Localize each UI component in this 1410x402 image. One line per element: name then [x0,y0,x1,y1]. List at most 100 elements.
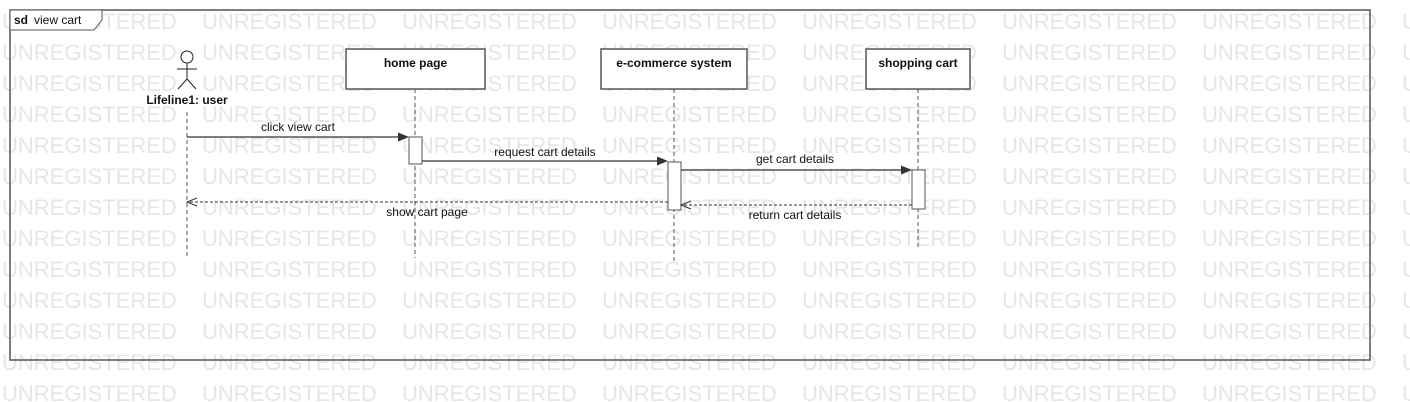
activation-shopping-cart [911,169,926,210]
watermark-text: UNREGISTERED [402,257,577,282]
watermark-text: UNREGISTERED [402,381,577,402]
watermark-text: UNREGISTERED [802,164,977,189]
watermark-text: UNREGISTERED [602,226,777,251]
watermark-text: UNREGISTERED [202,381,377,402]
lifeline-home-page[interactable]: home page [345,48,486,90]
lifeline-box [345,48,486,90]
message-get-cart-details-label: get cart details [756,152,834,166]
arrowhead-filled [398,132,409,142]
watermark-text: UNREGISTERED [1002,226,1177,251]
watermark-text: UNREGISTERED [802,9,977,34]
watermark-text: UNREGISTERED [1002,195,1177,220]
watermark-text: UNREGISTERED [2,102,177,127]
watermark-text: UNREGISTERED [402,288,577,313]
watermark-text: UNREGISTERED [1402,40,1410,65]
watermark-text: UNREGISTERED [1202,226,1377,251]
watermark-text: UNREGISTERED [2,226,177,251]
arrowhead-open [679,200,692,210]
watermark-text: UNREGISTERED [1002,133,1177,158]
frame-tab [9,9,103,31]
actor-label: Lifeline1: user [146,93,228,107]
lifeline-shopping-cart[interactable]: shopping cart [865,48,971,90]
watermark-text: UNREGISTERED [1202,133,1377,158]
watermark-text: UNREGISTERED [2,40,177,65]
watermark-text: UNREGISTERED [1202,40,1377,65]
watermark-text: UNREGISTERED [602,164,777,189]
watermark-text: UNREGISTERED [1202,71,1377,96]
watermark-text: UNREGISTERED [1202,195,1377,220]
frame-border [9,9,1371,361]
watermark-text: UNREGISTERED [602,133,777,158]
watermark-text: UNREGISTERED [602,195,777,220]
frame-keyword: sd [14,13,28,27]
watermark-text: UNREGISTERED [202,350,377,375]
watermark-text: UNREGISTERED [602,288,777,313]
watermark-text: UNREGISTERED [1002,319,1177,344]
watermark-text: UNREGISTERED [1202,319,1377,344]
watermark-text: UNREGISTERED [1202,350,1377,375]
watermark-text: UNREGISTERED [202,319,377,344]
watermark-text: UNREGISTERED [2,381,177,402]
watermark-text: UNREGISTERED [1402,195,1410,220]
actor-leg-left [177,78,188,90]
watermark-text: UNREGISTERED [1402,350,1410,375]
watermark-text: UNREGISTERED [802,195,977,220]
watermark-text: UNREGISTERED [802,133,977,158]
lifeline-e-commerce-system[interactable]: e-commerce system [600,48,748,90]
lifeline-label: home page [384,56,448,70]
watermark-text: UNREGISTERED [1402,257,1410,282]
watermark-text: UNREGISTERED [202,195,377,220]
arrowhead-filled [657,156,668,166]
lifeline-label: e-commerce system [616,56,731,70]
watermark-text: UNREGISTERED [1002,381,1177,402]
lifeline-box [865,48,971,90]
watermark-text: UNREGISTERED [1402,226,1410,251]
watermark-text: UNREGISTERED [802,319,977,344]
watermark-text: UNREGISTERED [1402,288,1410,313]
watermark-text: UNREGISTERED [402,102,577,127]
watermark-text: UNREGISTERED [1402,102,1410,127]
actor-user[interactable]: Lifeline1: user [146,50,228,107]
watermark-text: UNREGISTERED [1202,102,1377,127]
watermark-text: UNREGISTERED [1202,164,1377,189]
watermark-text: UNREGISTERED [802,381,977,402]
watermark-text: UNREGISTERED [402,319,577,344]
message-request-cart-details-label: request cart details [494,145,595,159]
actor-leg-right [186,78,197,90]
message-return-cart-details-label: return cart details [749,208,842,222]
watermark-text: UNREGISTERED [1402,381,1410,402]
watermark-text: UNREGISTERED [802,102,977,127]
watermark-text: UNREGISTERED [1202,288,1377,313]
watermark-text: UNREGISTERED [1002,40,1177,65]
lifeline-box [600,48,748,90]
activation-home-page [408,136,423,165]
watermark-text: UNREGISTERED [402,9,577,34]
watermark-text: UNREGISTERED [802,350,977,375]
watermark-text: UNREGISTERED [402,133,577,158]
watermark-text: UNREGISTERED [1402,319,1410,344]
message-show-cart-page-label: show cart page [386,205,468,219]
watermark-text: UNREGISTERED [2,257,177,282]
watermark-text: UNREGISTERED [202,226,377,251]
watermark-text: UNREGISTERED [1402,164,1410,189]
watermark-text: UNREGISTERED [202,9,377,34]
activation-e-commerce-system [667,161,682,211]
watermark-text: UNREGISTERED [402,226,577,251]
watermark-text: UNREGISTERED [1202,257,1377,282]
watermark-text: UNREGISTERED [1002,350,1177,375]
watermark-text: UNREGISTERED [1402,9,1410,34]
watermark-text: UNREGISTERED [602,102,777,127]
watermark-text: UNREGISTERED [202,288,377,313]
watermark-text: UNREGISTERED [1402,71,1410,96]
watermark-text: UNREGISTERED [2,350,177,375]
watermark-text: UNREGISTERED [802,288,977,313]
watermark-text: UNREGISTERED [602,350,777,375]
watermark-text: UNREGISTERED [602,319,777,344]
lifeline-label: shopping cart [878,56,957,70]
watermark-text: UNREGISTERED [2,133,177,158]
watermark-text: UNREGISTERED [202,102,377,127]
frame-name: view cart [34,13,82,27]
watermark-text: UNREGISTERED [1002,257,1177,282]
watermark-text: UNREGISTERED [1202,381,1377,402]
